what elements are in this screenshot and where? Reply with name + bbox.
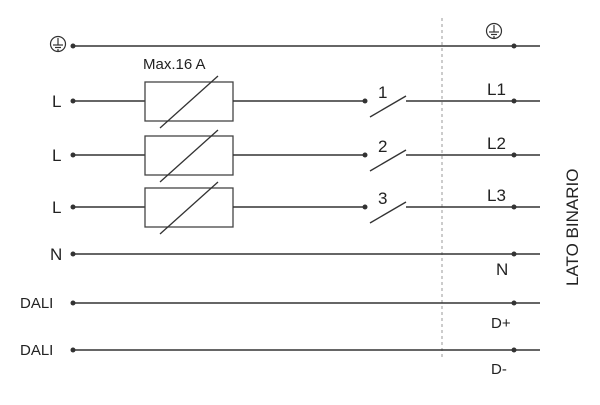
switch-contact: [362, 98, 368, 104]
terminal-dot: [511, 300, 517, 306]
left-label: DALI: [20, 342, 53, 359]
terminal-dot: [511, 43, 517, 49]
switch-blade: [369, 95, 407, 118]
terminal-dot: [511, 204, 517, 210]
switch-number: 1: [378, 83, 387, 102]
phase-row-3: L 3 L3: [52, 181, 540, 235]
right-label: L3: [487, 186, 506, 205]
left-label: DALI: [20, 295, 53, 312]
right-label: L1: [487, 80, 506, 99]
terminal-dot: [511, 152, 517, 158]
earth-row: [49, 22, 540, 53]
right-label: L2: [487, 134, 506, 153]
right-label: D-: [491, 361, 507, 378]
earth-icon-right: [485, 22, 503, 40]
switch-contact: [362, 204, 368, 210]
left-label: L: [52, 146, 61, 165]
switch-contact: [362, 152, 368, 158]
switch-number: 3: [378, 189, 387, 208]
phase-row-1: L 1 L1: [52, 75, 540, 129]
terminal-dot: [511, 251, 517, 257]
left-label: L: [52, 198, 61, 217]
fuse-slash: [159, 75, 219, 129]
switch-number: 2: [378, 137, 387, 156]
side-label: LATO BINARIO: [563, 169, 582, 286]
phase-row-2: L 2 L2: [52, 129, 540, 183]
switch-blade: [369, 201, 407, 224]
right-label: N: [496, 260, 508, 279]
left-label: N: [50, 245, 62, 264]
fuse-slash: [159, 181, 219, 235]
fuse-3: [144, 187, 234, 228]
terminal-dot: [511, 98, 517, 104]
dali-row-2: DALI D-: [20, 342, 540, 378]
left-label: L: [52, 92, 61, 111]
fuse-slash: [159, 129, 219, 183]
neutral-row: N N: [50, 245, 540, 279]
fuse-rating-label: Max.16 A: [143, 56, 206, 73]
terminal-dot: [511, 347, 517, 353]
dali-row-1: DALI D+: [20, 295, 540, 332]
switch-blade: [369, 149, 407, 172]
earth-icon-left: [49, 35, 67, 53]
right-label: D+: [491, 315, 511, 332]
